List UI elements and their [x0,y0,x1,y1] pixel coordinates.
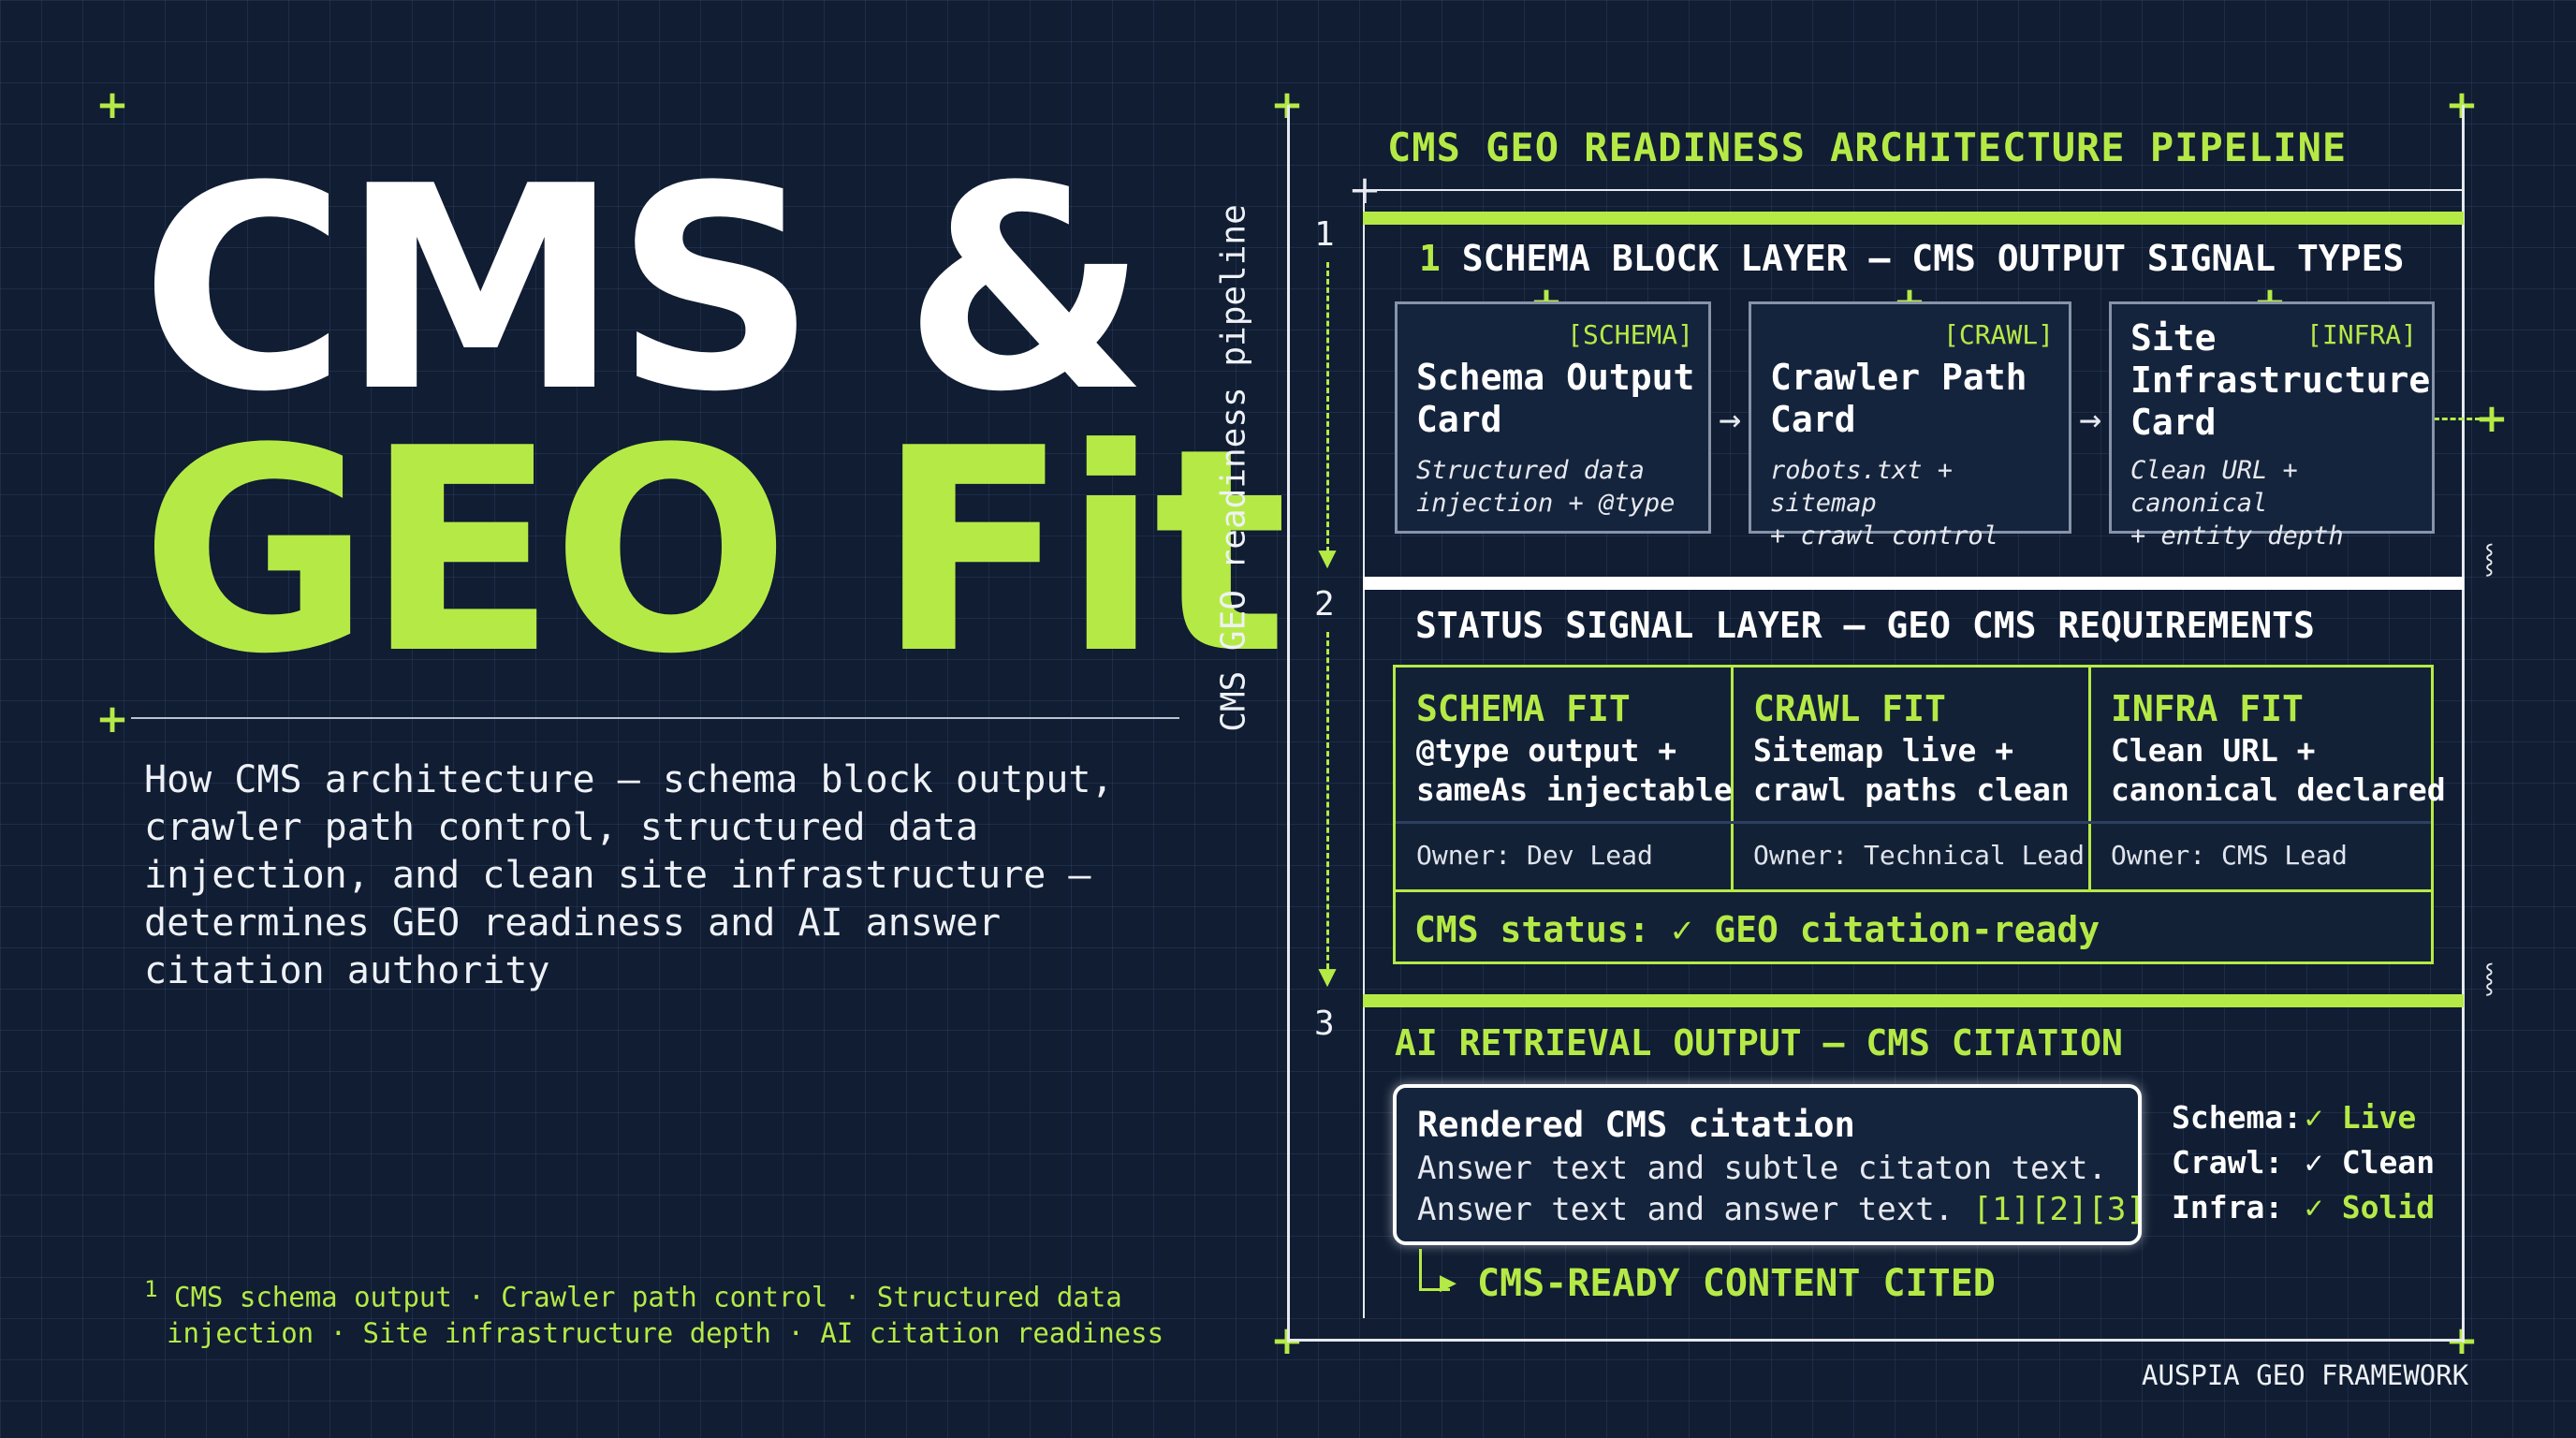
card-subtitle: Structured data [1416,456,1645,485]
layer-3-bar [1363,994,2464,1007]
fit-desc-infra: Clean URL + canonical declared [2111,731,2446,810]
step-number-2: 2 [1314,585,1335,624]
result-label: CMS-READY CONTENT CITED [1477,1262,1996,1305]
hero-title-line1: CMS & [140,126,1149,453]
arrow-down-icon: ▼ [1318,958,1337,993]
step-number-3: 3 [1314,1005,1335,1043]
frame-right-edge [2462,105,2465,1343]
title-underline [1365,189,2462,191]
card-title: Card [1770,399,1856,440]
table-divider [2088,668,2091,892]
stat-key: Infra: [2172,1189,2284,1225]
fit-title-infra: INFRA FIT [2111,688,2304,729]
crosshair-mark: + [95,696,129,741]
arrow-right-icon: → [2078,398,2102,441]
frame-bottom-edge [1287,1339,2465,1342]
fit-desc-crawl: Sitemap live + crawl paths clean [1753,731,2070,810]
citation-line: Answer text and subtle citaton text. [1417,1150,2107,1187]
site-infrastructure-card: [INFRA] Site Infrastructure Card Clean U… [2109,301,2435,550]
card-title: Card [2130,402,2217,443]
bracket-mark: ⸾ [2484,961,2495,994]
footnote-line2: injection · Site infrastructure depth · … [167,1316,1164,1349]
card-subtitle: + entity depth [2130,521,2344,550]
card-title: Card [1416,399,1502,440]
outlet-connector [2434,418,2481,420]
card-subtitle: robots.txt + sitemap [1770,456,1954,518]
card-subtitle: + crawl control [1770,521,1998,550]
card-title: Crawler Path [1770,357,2027,398]
schema-output-card: [SCHEMA] Schema Output Card Structured d… [1395,301,1711,534]
pipeline-vertical-label: CMS GEO readiness pipeline [1214,204,1253,732]
return-arrow [1419,1249,1450,1291]
footnote-marker: 1 [144,1276,158,1302]
fit-title-crawl: CRAWL FIT [1753,688,1946,729]
intro-text: How CMS architecture — schema block outp… [144,758,1114,992]
layer-2-title: STATUS SIGNAL LAYER — GEO CMS REQUIREMEN… [1415,605,2315,646]
table-divider [1731,668,1734,892]
citation-refs: [1][2][3] [1972,1191,2145,1228]
arrow-right-icon: ▶ [1440,1266,1457,1299]
bracket-mark: ⸾ [2484,542,2495,575]
stat-key: Crawl: [2172,1144,2284,1181]
stat-value: ✓ Solid [2305,1189,2436,1225]
footnote: 1 CMS schema output · Crawler path contr… [144,1271,1174,1351]
fit-desc-line: @type output + [1416,732,1677,769]
crawler-path-card: [CRAWL] Crawler Path Card robots.txt + s… [1749,301,2071,550]
layer-1-title: 1 SCHEMA BLOCK LAYER — CMS OUTPUT SIGNAL… [1419,238,2404,279]
arrow-down-icon: ▼ [1318,539,1337,575]
layer-1-marker: 1 [1419,238,1441,279]
stat-schema: Schema:✓ Live [2172,1099,2416,1136]
stat-infra: Infra: ✓ Solid [2172,1189,2435,1225]
layer-3-title: AI RETRIEVAL OUTPUT — CMS CITATION [1395,1022,2123,1064]
citation-line: Answer text and answer text. [1417,1191,1954,1228]
card-subtitle: injection + @type [1416,489,1676,518]
fit-desc-line: crawl paths clean [1753,771,2070,808]
stat-value: ✓ Clean [2305,1144,2436,1181]
fit-title-schema: SCHEMA FIT [1416,688,1631,729]
fit-desc-schema: @type output + sameAs injectable [1416,731,1733,810]
stat-key: Schema: [2172,1099,2303,1136]
card-title: Schema Output [1416,357,1695,398]
fit-desc-line: Clean URL + [2111,732,2316,769]
divider [131,717,1179,719]
pipeline-title: CMS GEO READINESS ARCHITECTURE PIPELINE [1387,125,2348,170]
cms-status: CMS status: ✓ GEO citation-ready [1414,909,2100,950]
stat-crawl: Crawl: ✓ Clean [2172,1144,2435,1181]
crosshair-mark: + [95,81,129,127]
footnote-line1: CMS schema output · Crawler path control… [174,1281,1122,1313]
card-tag: [INFRA] [2305,319,2417,350]
step-number-1: 1 [1314,215,1335,254]
table-divider [1396,821,2431,824]
crosshair-mark: + [2475,395,2509,441]
card-subtitle: Clean URL + canonical [2130,456,2298,518]
owner-crawl: Owner: Technical Lead [1753,840,2086,871]
layer-1-title-text: SCHEMA BLOCK LAYER — CMS OUTPUT SIGNAL T… [1461,238,2405,279]
layer-1-bar [1363,212,2464,225]
card-title: Infrastructure [2130,360,2431,401]
card-title: Site [2130,317,2217,359]
status-table: SCHEMA FIT @type output + sameAs injecta… [1393,665,2446,964]
rendered-citation-box: Rendered CMS citation Answer text and su… [1393,1084,2145,1245]
frame-left-edge [1287,105,1290,1343]
layer-2-bar [1363,577,2464,590]
card-tag: [SCHEMA] [1567,319,1693,350]
owner-schema: Owner: Dev Lead [1416,840,1653,871]
arrow-right-icon: → [1718,398,1742,441]
brand-footer: AUSPIA GEO FRAMEWORK [2142,1359,2469,1391]
owner-infra: Owner: CMS Lead [2111,840,2348,871]
step-connector [1326,632,1329,969]
step-connector [1326,262,1329,552]
citation-title: Rendered CMS citation [1417,1105,1855,1145]
fit-desc-line: Sitemap live + [1753,732,2014,769]
table-divider [1396,889,2431,892]
hero-title-line2: GEO Fit [140,389,1288,715]
fit-desc-line: sameAs injectable [1416,771,1733,808]
fit-desc-line: canonical declared [2111,771,2446,808]
inner-rail [1363,190,1365,1318]
card-tag: [CRAWL] [1942,319,2054,350]
stat-value: ✓ Live [2305,1099,2417,1136]
